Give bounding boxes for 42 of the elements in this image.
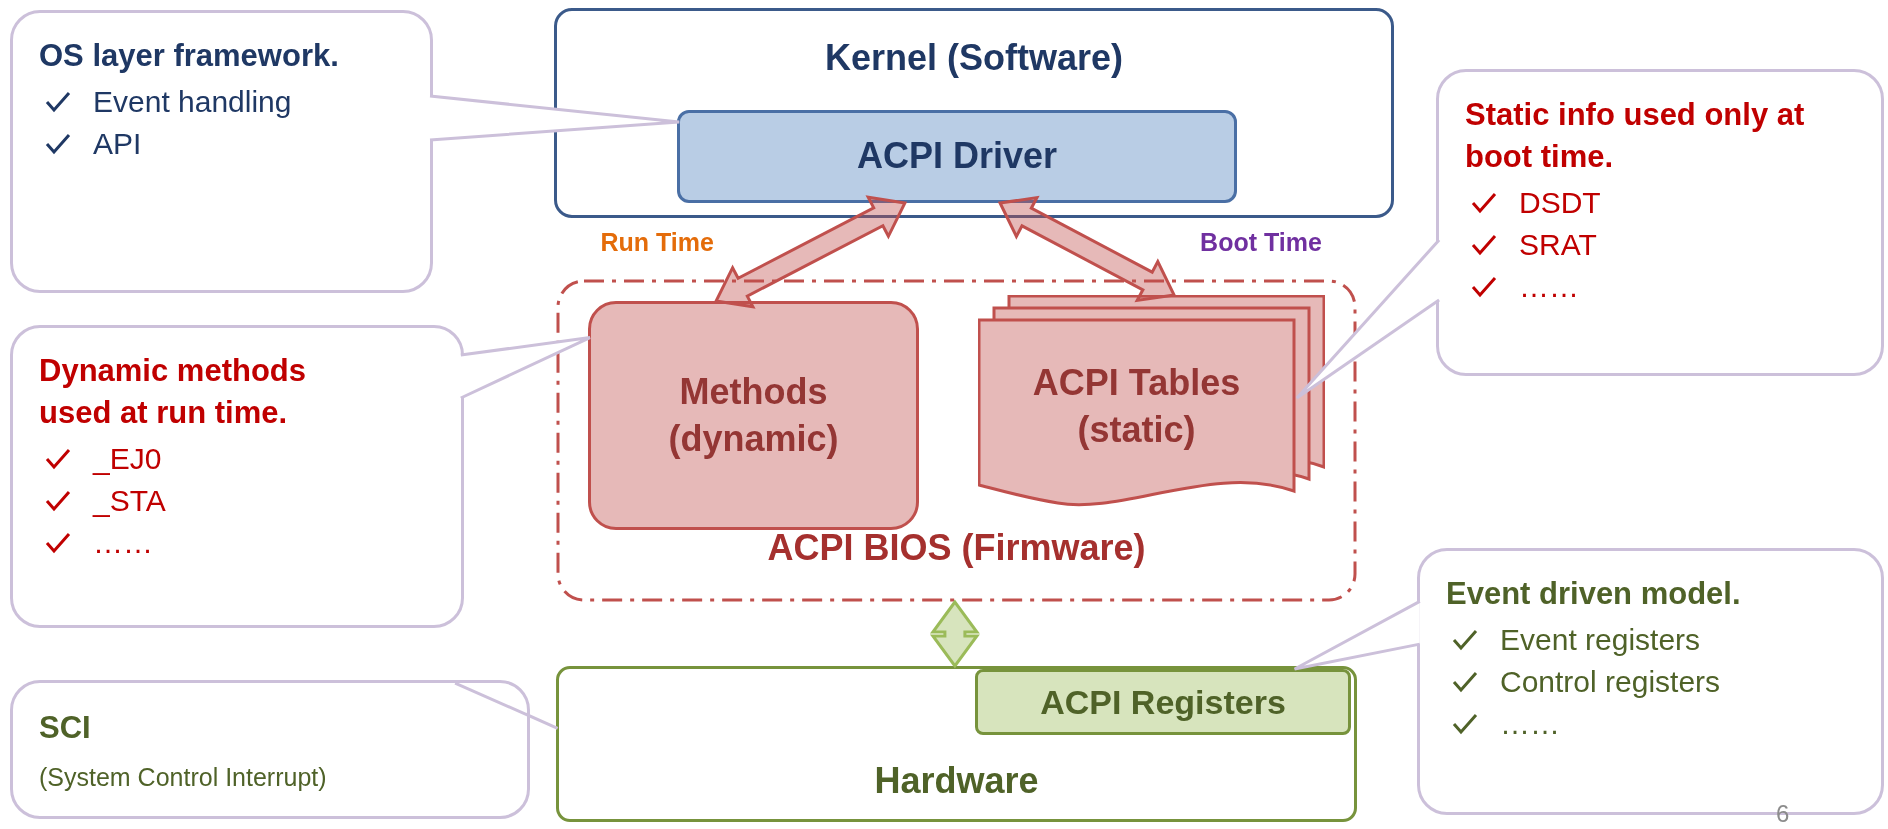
list-item: Event registers — [1500, 622, 1701, 658]
list-item: _EJ0 — [93, 441, 162, 477]
list-item: …… — [1519, 269, 1579, 305]
edge-label: Boot Time — [1200, 228, 1322, 257]
callout-bubble — [10, 325, 464, 628]
box-title: Hardware — [874, 759, 1039, 804]
list-item: DSDT — [1519, 185, 1601, 221]
box-title: ACPI Registers — [1040, 681, 1286, 723]
double-arrow — [713, 195, 908, 309]
firmware-boundary — [556, 279, 1357, 602]
callout-pointer — [459, 336, 592, 401]
callout-heading: OS layer framework. — [39, 37, 340, 75]
callout-bubble — [10, 10, 433, 293]
list-item: SRAT — [1519, 227, 1597, 263]
list-item: API — [93, 126, 142, 162]
list-item: Control registers — [1500, 664, 1721, 700]
list-item: …… — [93, 525, 153, 561]
callout-bubble — [1436, 69, 1884, 376]
page-number: 6 — [1776, 800, 1790, 828]
double-arrow — [997, 195, 1177, 303]
callout-heading: Event driven model. — [1446, 575, 1742, 613]
list-item: …… — [1500, 706, 1560, 742]
methods-box — [588, 301, 919, 530]
box-title: ACPI Tables (static) — [1031, 360, 1242, 452]
list-item: _STA — [93, 483, 166, 519]
callout-pointer — [453, 681, 560, 730]
registers-box — [975, 669, 1351, 735]
double-arrow — [929, 599, 980, 669]
callout-pointer — [1293, 598, 1422, 671]
box-title: Kernel (Software) — [824, 36, 1124, 80]
callout-pointer — [428, 94, 681, 142]
hardware-box — [556, 666, 1357, 822]
driver-box — [677, 110, 1237, 203]
box-title: Methods (dynamic) — [667, 369, 840, 461]
box-title: ACPI Driver — [856, 134, 1058, 179]
callout-heading: Dynamic methods used at run time. — [39, 352, 307, 432]
callout-text: (System Control Interrupt) — [39, 763, 328, 792]
callout-heading: Static info used only at boot time. — [1465, 96, 1805, 176]
list-item: Event handling — [93, 84, 292, 120]
box-title: ACPI BIOS (Firmware) — [767, 526, 1146, 571]
callout-heading: SCI — [39, 709, 92, 747]
edge-label: Run Time — [600, 228, 714, 257]
